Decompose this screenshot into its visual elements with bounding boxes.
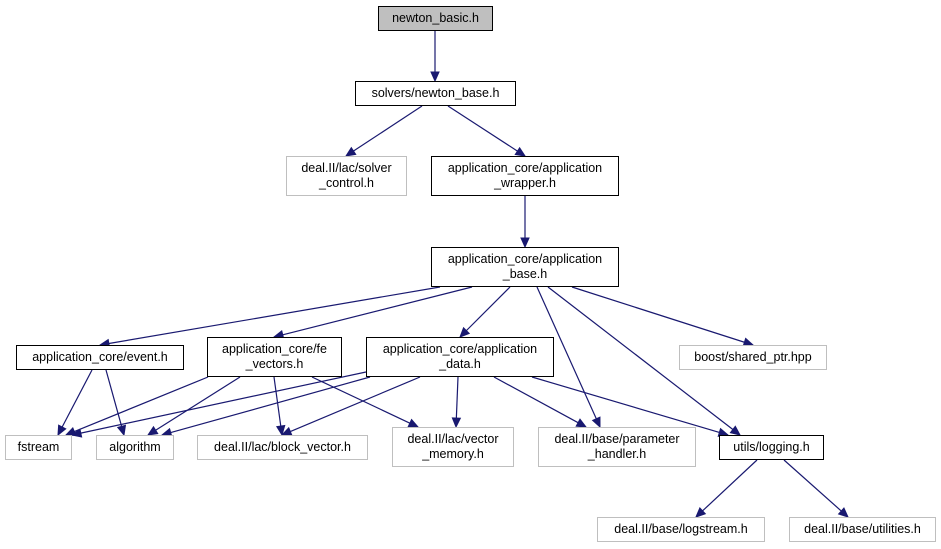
node-algorithm[interactable]: algorithm (96, 435, 174, 460)
edge-line (536, 286, 597, 420)
edge-newton_base-to-app_wrapper (447, 105, 527, 157)
edge-line (108, 286, 441, 345)
edge-app_base-to-fe_vectors (272, 286, 473, 340)
edge-line (465, 286, 511, 332)
node-utils-logging[interactable]: utils/logging.h (719, 435, 824, 460)
edge-line (447, 105, 518, 152)
node-solvers-newton-base[interactable]: solvers/newton_base.h (355, 81, 516, 106)
edge-fe_vectors-to-vector_memory (311, 376, 420, 428)
node-parameter-handler[interactable]: deal.II/base/parameter _handler.h (538, 427, 696, 467)
edge-line (282, 286, 473, 336)
edge-app_base-to-shared_ptr (571, 286, 755, 347)
edge-line (290, 376, 421, 433)
arrowhead-icon (520, 237, 530, 249)
edge-line (155, 376, 241, 431)
arrowhead-icon (344, 146, 357, 157)
node-application-wrapper[interactable]: application_core/application _wrapper.h (431, 156, 619, 196)
node-vector-memory[interactable]: deal.II/lac/vector _memory.h (392, 427, 514, 467)
node-newton-basic[interactable]: newton_basic.h (378, 6, 493, 31)
edge-line (170, 376, 371, 434)
edge-fe_vectors-to-block_vector (273, 376, 286, 437)
edge-newton_base-to-solver_control (344, 105, 423, 157)
arrowhead-icon (70, 428, 83, 438)
edge-line (783, 459, 842, 512)
arrowhead-icon (575, 418, 588, 428)
edge-logging-to-logstream (695, 459, 758, 518)
node-event[interactable]: application_core/event.h (16, 345, 184, 370)
edge-fe_vectors-to-fstream (64, 376, 209, 436)
arrowhead-icon (57, 424, 67, 437)
edge-app_base-to-app_data (459, 286, 511, 338)
edge-app_base-to-param_handler (536, 286, 601, 429)
edge-line (353, 105, 423, 152)
edge-line (455, 376, 459, 419)
arrowhead-icon (591, 416, 601, 429)
arrowhead-icon (430, 71, 440, 83)
edge-event-to-algorithm (105, 369, 127, 437)
edge-fe_vectors-to-algorithm (146, 376, 241, 436)
edge-line (702, 459, 758, 512)
edge-line (273, 376, 282, 427)
node-fe-vectors[interactable]: application_core/fe _vectors.h (207, 337, 342, 377)
arrowhead-icon (837, 507, 849, 518)
edge-line (311, 376, 411, 424)
edge-line (493, 376, 579, 424)
edge-line (74, 376, 209, 433)
edge-app_data-to-param_handler (493, 376, 588, 428)
edge-line (80, 371, 367, 434)
node-boost-shared-ptr[interactable]: boost/shared_ptr.hpp (679, 345, 827, 370)
arrowhead-icon (729, 425, 741, 436)
node-application-base[interactable]: application_core/application _base.h (431, 247, 619, 287)
arrowhead-icon (459, 326, 471, 338)
edge-app_base-to-logging (547, 286, 741, 436)
edge-line (61, 369, 93, 428)
edge-line (531, 376, 720, 434)
edge-line (105, 369, 123, 427)
arrowhead-icon (514, 146, 527, 157)
edge-app_wrapper-to-app_base (520, 196, 530, 249)
edge-app_data-to-fstream (70, 371, 367, 438)
node-block-vector[interactable]: deal.II/lac/block_vector.h (197, 435, 368, 460)
arrowhead-icon (275, 424, 286, 437)
node-application-data[interactable]: application_core/application _data.h (366, 337, 554, 377)
arrowhead-icon (407, 418, 420, 428)
edge-event-to-fstream (57, 369, 93, 437)
arrowhead-icon (695, 507, 707, 518)
arrowhead-icon (451, 417, 462, 429)
edge-line (547, 286, 734, 430)
arrowhead-icon (116, 424, 127, 437)
arrowhead-icon (146, 425, 159, 436)
edge-app_data-to-vector_memory (451, 376, 462, 429)
node-solver-control[interactable]: deal.II/lac/solver _control.h (286, 156, 407, 196)
edge-line (571, 286, 745, 343)
edge-newton_basic-to-newton_base (430, 31, 440, 83)
node-logstream[interactable]: deal.II/base/logstream.h (597, 517, 765, 542)
node-utilities[interactable]: deal.II/base/utilities.h (789, 517, 936, 542)
node-fstream[interactable]: fstream (5, 435, 72, 460)
edge-logging-to-utilities (783, 459, 849, 518)
